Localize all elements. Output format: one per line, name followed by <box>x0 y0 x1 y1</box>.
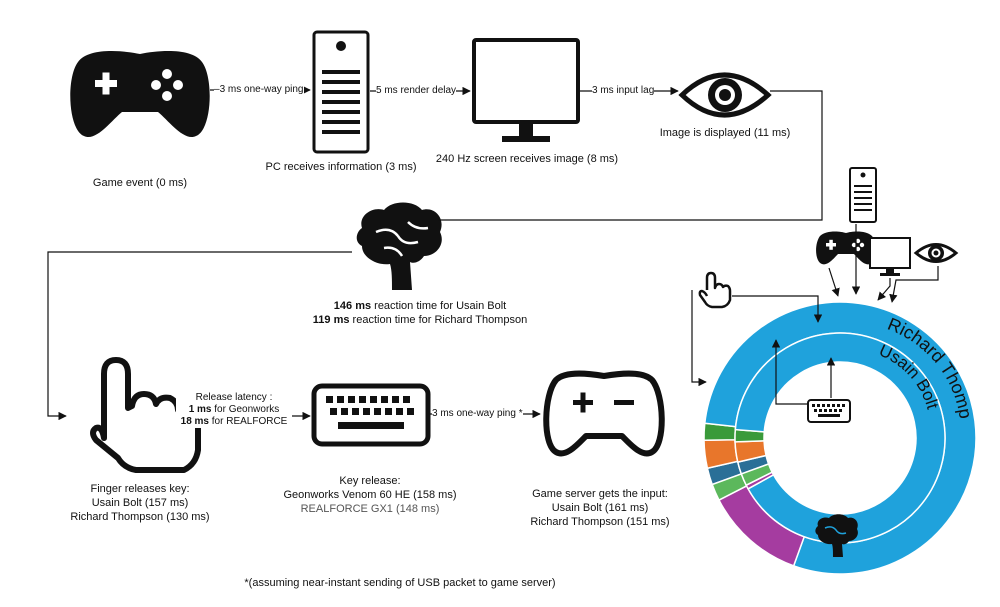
small-gamepad-icon <box>816 231 876 265</box>
finger-bolt: Usain Bolt (157 ms) <box>91 497 189 509</box>
keyboard-geonworks: Geonworks Venom 60 HE (158 ms) <box>283 489 457 501</box>
monitor-icon <box>472 38 580 142</box>
donut-segment-inner-reaction-3 <box>734 332 946 544</box>
edge-label-ping2: 3 ms one-way ping * <box>432 408 523 420</box>
server-thompson: Richard Thompson (151 ms) <box>530 516 670 528</box>
eye-label: Image is displayed (11 ms) <box>659 127 791 139</box>
pc-tower-icon <box>312 30 370 154</box>
edge-label-input-lag: 3 ms input lag <box>592 85 655 97</box>
bolt-reaction-text: reaction time for Usain Bolt <box>374 300 507 312</box>
donut-segment-inner-ping-5 <box>740 463 774 487</box>
server-bolt: Usain Bolt (161 ms) <box>551 502 649 514</box>
release-title: Release latency : <box>195 392 273 403</box>
release-latency-label: Release latency : 1 ms for Geonworks 18 … <box>176 392 292 428</box>
keyboard-realforce: REALFORCE GX1 (148 ms) <box>300 503 440 515</box>
small-keyboard-icon <box>807 399 851 423</box>
finger-label: Finger releases key: Usain Bolt (157 ms)… <box>60 482 220 524</box>
thompson-reaction-text: reaction time for Richard Thompson <box>352 314 528 326</box>
latency-donut-chart <box>703 301 977 575</box>
finger-thompson: Richard Thompson (130 ms) <box>70 511 210 523</box>
game-event-label: Game event (0 ms) <box>92 177 188 189</box>
small-brain-icon <box>815 514 858 557</box>
bolt-reaction-value: 146 ms <box>333 300 372 312</box>
edge-label-ping1: –3 ms one-way ping <box>214 84 304 96</box>
server-title: Game server gets the input: <box>532 488 668 500</box>
game-server-gamepad-icon <box>543 370 665 457</box>
edge-label-render: 5 ms render delay <box>376 85 457 97</box>
keyboard-icon <box>311 383 431 447</box>
brain-icon <box>356 202 442 290</box>
footnote: *(assuming near-instant sending of USB p… <box>244 577 556 589</box>
brain-label: 146 ms reaction time for Usain Bolt 119 … <box>270 299 570 327</box>
pc-label: PC receives information (3 ms) <box>265 161 417 173</box>
small-monitor-icon <box>869 237 911 276</box>
gamepad-icon <box>70 51 210 138</box>
screen-label: 240 Hz screen receives image (8 ms) <box>435 153 619 165</box>
donut-connectors <box>691 224 939 405</box>
eye-icon <box>678 72 772 118</box>
small-eye-icon <box>913 243 959 263</box>
server-label: Game server gets the input: Usain Bolt (… <box>510 487 690 529</box>
thompson-reaction-value: 119 ms <box>312 314 350 326</box>
finger-title: Finger releases key: <box>90 483 190 495</box>
small-finger-icon <box>698 271 732 309</box>
small-pc-tower-icon <box>849 167 877 223</box>
keyboard-label: Key release: Geonworks Venom 60 HE (158 … <box>270 474 470 516</box>
keyboard-title: Key release: <box>339 475 401 487</box>
